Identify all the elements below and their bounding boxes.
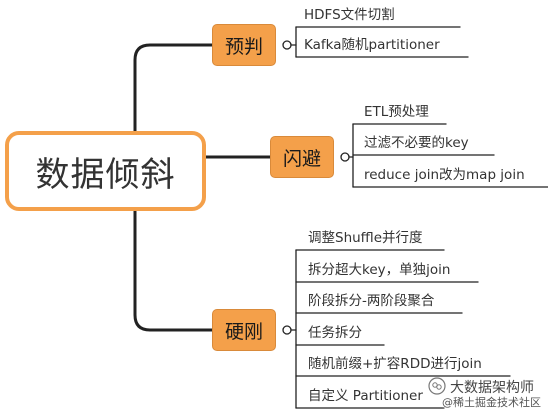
branch-collapse-dot-yinggang [282, 325, 292, 335]
leaf-node: 任务拆分 [308, 325, 362, 341]
leaf-node: 阶段拆分-两阶段聚合 [308, 293, 435, 309]
connector-root-to-yupan [133, 43, 214, 133]
branch-label: 闪避 [282, 147, 321, 170]
leaf-node: 自定义 Partitioner [308, 388, 423, 404]
leaf-node: ETL预处理 [364, 104, 429, 120]
leaf-node: 过滤不必要的key [364, 135, 469, 151]
leaf-node: reduce join改为map join [364, 167, 525, 183]
root-node-label: 数据倾斜 [35, 154, 176, 195]
branch-node-shanbi: 闪避 [270, 136, 334, 178]
connector-root-to-yinggang [133, 209, 214, 332]
leaf-node: HDFS文件切割 [304, 7, 395, 23]
leaf-node: 调整Shuffle并行度 [308, 230, 423, 246]
branch-node-yinggang: 硬刚 [212, 309, 276, 351]
watermark-title: 大数据架构师 [450, 380, 534, 396]
leaf-node: Kafka随机partitioner [304, 37, 440, 53]
wechat-official-account-icon [428, 377, 446, 395]
leaf-node: 拆分超大key，单独join [308, 262, 451, 278]
root-node: 数据倾斜 [5, 131, 206, 211]
branch-node-yupan: 预判 [212, 24, 276, 66]
watermark-subtitle: @稀土掘金技术社区 [442, 396, 541, 409]
branch-label: 硬刚 [224, 320, 263, 343]
branch-label: 预判 [224, 35, 263, 58]
branch-collapse-dot-shanbi [340, 152, 350, 162]
leaf-node: 随机前缀+扩容RDD进行join [308, 356, 482, 372]
branch-collapse-dot-yupan [282, 40, 292, 50]
